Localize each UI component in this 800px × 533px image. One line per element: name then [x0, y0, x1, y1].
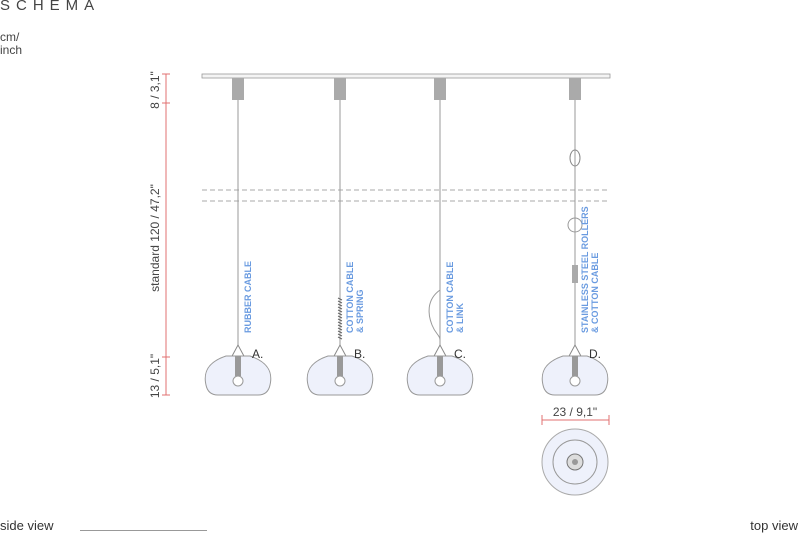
bulb-icon [569, 375, 581, 387]
height-dimension [162, 73, 170, 396]
pendant-b: B. COTTON CABLE& SPRING [306, 78, 374, 396]
dim-diameter: 23 / 9,1" [553, 405, 597, 419]
canopy [232, 78, 244, 100]
dim-shade: 13 / 5,1" [148, 354, 162, 398]
pendant-d: D. STAINLESS STEEL ROLLERS& COTTON CABLE [541, 78, 609, 396]
cable-type-label: STAINLESS STEEL ROLLERS [580, 206, 590, 333]
canopy [434, 78, 446, 100]
units-label: cm/inch [0, 31, 22, 57]
bulb-icon [434, 375, 446, 387]
pendant-letter: B. [354, 347, 365, 361]
cable-type-label: COTTON CABLE [445, 262, 455, 333]
cable-type-label: COTTON CABLE [345, 262, 355, 333]
bulb-icon [334, 375, 346, 387]
cable-type-label: & COTTON CABLE [590, 253, 600, 333]
pendant-letter: D. [589, 347, 601, 361]
pendant-c: C. COTTON CABLE& LINK [406, 78, 474, 396]
dim-top: 8 / 3,1" [148, 71, 162, 109]
pendant-a: A. RUBBER CABLE [204, 78, 272, 396]
top-view-label: top view [750, 518, 798, 533]
pendant-letter: C. [454, 347, 466, 361]
canopy [334, 78, 346, 100]
unit-inch: inch [0, 43, 23, 57]
side-view-label: side view [0, 518, 54, 533]
pendant-letter: A. [252, 347, 263, 361]
bulb-icon [232, 375, 244, 387]
canopy [569, 78, 581, 100]
unit-cm: cm/ [0, 30, 20, 44]
cable-type-label: & LINK [455, 303, 465, 333]
ceiling-rail [201, 73, 611, 79]
cable-type-label: & SPRING [355, 289, 365, 333]
cable-type-label: RUBBER CABLE [243, 261, 253, 333]
dim-cable: standard 120 / 47,2" [148, 184, 162, 292]
divider [80, 530, 207, 531]
diameter-dimension [541, 415, 610, 425]
top-view-shade [541, 428, 609, 496]
page-title: SCHEMA [0, 0, 101, 14]
